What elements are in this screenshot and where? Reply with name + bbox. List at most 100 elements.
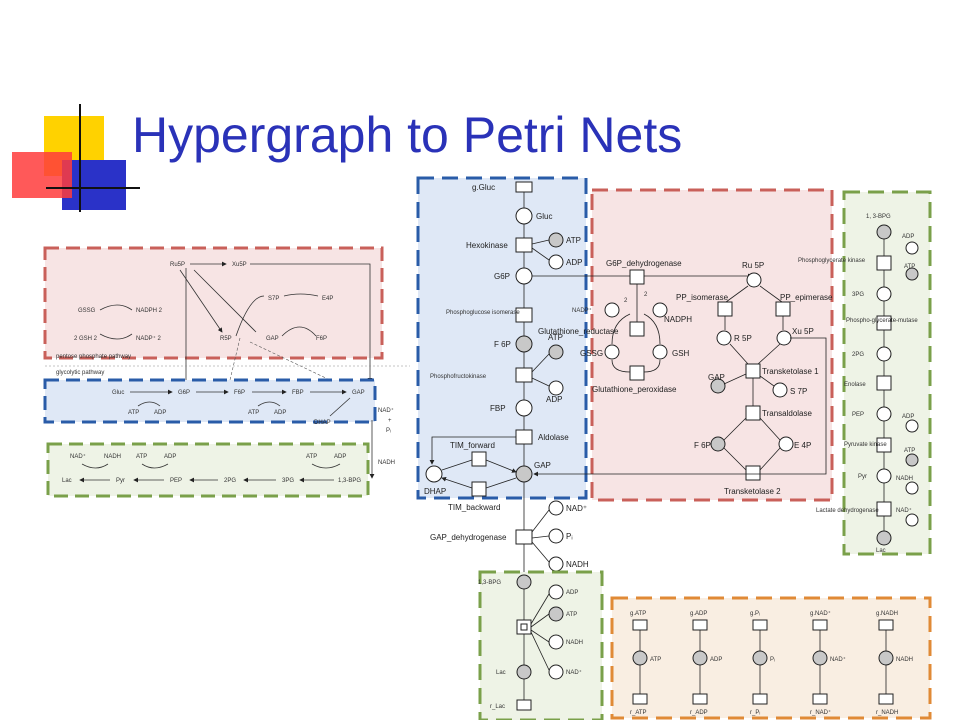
label-enolase: Enolase	[844, 382, 866, 388]
hypergraph-lower-glycolysis-box: NAD⁺ NADH ATP ADP Lac Pyr PEP 2PG 3PG 1,…	[46, 442, 370, 498]
label-r-lac: Lac	[876, 548, 886, 554]
petri-lower-glycolysis-box: 1, 3-BPG ADP Phosphoglycerate kinase ATP…	[798, 190, 932, 556]
label-r5p: R 5P	[734, 334, 752, 343]
transition-g6p-dehydrogenase	[629, 269, 645, 285]
place-b-nad	[548, 664, 564, 680]
transition-pg-mutase	[876, 315, 892, 331]
transition-enolase	[876, 375, 892, 391]
cofactor-remover-label-4: r_NADH	[876, 710, 898, 716]
label-r-adp-2: ADP	[902, 414, 914, 420]
cofactor-generator-label-4: g.NADH	[876, 611, 898, 617]
place-nadp	[604, 302, 620, 318]
label-fbp: FBP	[490, 404, 506, 413]
place-b-lac	[516, 664, 532, 680]
label-g6p: G6P	[494, 272, 510, 281]
place-adp-1	[548, 254, 564, 270]
transition-glutathione-reductase	[629, 321, 645, 337]
transition-g-gluc	[515, 181, 533, 193]
label-r-3pg: 3PG	[852, 292, 864, 298]
place-r-lac	[876, 530, 892, 546]
transition-pyruvate-kinase	[876, 437, 892, 453]
hg-low-adp2: ADP	[334, 454, 346, 460]
cofactor-generator-2	[752, 619, 768, 631]
label-nadp: NADP⁺	[572, 307, 592, 314]
label-r-atp: ATP	[904, 264, 915, 270]
place-atp-2	[548, 344, 564, 360]
label-stoich-2b: 2	[644, 292, 648, 298]
transition-pp-isomerase	[717, 301, 733, 317]
place-dhap	[425, 465, 443, 483]
hypergraph-side-nad: NAD⁺ + Pᵢ NADH	[369, 407, 395, 479]
hg-pentose-caption: pentose phosphate pathway	[56, 354, 131, 360]
label-glutathione-reductase: Glutathione_reductase	[538, 327, 619, 336]
place-r-3pg	[876, 286, 892, 302]
label-pyruvate-kinase: Pyruvate kinase	[844, 442, 887, 448]
cofactor-remover-label-3: r_NAD⁺	[810, 709, 831, 716]
label-tim-forward: TIM_forward	[450, 441, 495, 450]
label-c-nad: NAD⁺	[566, 504, 587, 513]
cofactor-generator-label-2: g.Pᵢ	[750, 611, 760, 617]
label-lactate-dehydrogenase: Lactate dehydrogenase	[816, 508, 879, 514]
cofactor-generator-0	[632, 619, 648, 631]
place-r-2pg	[876, 346, 892, 362]
place-b-adp	[548, 584, 564, 600]
hg-low-lac: Lac	[62, 478, 72, 484]
label-b-nadh: NADH	[566, 640, 583, 646]
hg-node-f6p: F6P	[316, 336, 327, 342]
hg-low-pep: PEP	[170, 478, 182, 484]
hg-low-3pg: 3PG	[282, 478, 294, 484]
hg-up-atp1: ATP	[128, 410, 139, 416]
transition-gap-dehydrogenase	[515, 529, 533, 545]
hg-up-f6p: F6P	[234, 390, 245, 396]
label-gap-dehydrogenase: GAP_dehydrogenase	[430, 533, 507, 542]
label-dhap: DHAP	[424, 487, 446, 496]
label-s7p: S 7P	[790, 387, 807, 396]
place-f6p	[515, 335, 533, 353]
cofactor-place-label-0: ATP	[650, 657, 661, 663]
label-b-atp: ATP	[566, 612, 577, 618]
label-pp-epimerase: PP_epimerase	[780, 293, 833, 302]
label-b-13bpg: 1,3-BPG	[478, 580, 501, 586]
place-c-nadh	[548, 556, 564, 572]
cofactor-place-4	[878, 650, 894, 666]
corner-decoration	[12, 104, 140, 212]
petri-lactate-box: 1,3-BPG ADP ATP NADH Lac NAD⁺ r_Lac	[478, 570, 604, 720]
label-r-atp-2: ATP	[904, 448, 915, 454]
place-r-pyr	[876, 468, 892, 484]
label-stoich-2a: 2	[624, 298, 628, 304]
place-ru5p	[746, 272, 762, 288]
cofactor-remover-label-0: r_ATP	[630, 710, 647, 716]
label-r-pep: PEP	[852, 412, 864, 418]
cofactor-remover-0	[632, 693, 648, 705]
hg-low-2pg: 2PG	[224, 478, 236, 484]
hg-glycolytic-caption: glycolytic pathway	[56, 370, 104, 376]
place-r-adp	[905, 241, 919, 255]
cofactor-place-2	[752, 650, 768, 666]
label-phosphoglucose-isomerase: Phosphoglucose isomerase	[446, 310, 520, 316]
cofactor-generator-label-0: g.ATP	[630, 611, 646, 617]
hg-side-pi: Pᵢ	[386, 428, 391, 434]
label-b-nad: NAD⁺	[566, 669, 582, 676]
place-c-nad	[548, 500, 564, 516]
place-fbp	[515, 399, 533, 417]
label-atp-1: ATP	[566, 236, 581, 245]
cofactor-generator-4	[878, 619, 894, 631]
hg-low-adp: ADP	[164, 454, 176, 460]
label-c-nadh: NADH	[566, 560, 589, 569]
label-g-gluc: g.Gluc	[472, 183, 495, 192]
hg-side-nad: NAD⁺	[378, 407, 394, 414]
label-gluc: Gluc	[536, 212, 552, 221]
hg-up-adp1: ADP	[154, 410, 166, 416]
label-r-adp: ADP	[902, 234, 914, 240]
place-gap-pp	[710, 378, 726, 394]
label-gsh: GSH	[672, 349, 690, 358]
label-pg-mutase: Phospho-glycerate-mutase	[846, 318, 918, 324]
cofactor-place-3	[812, 650, 828, 666]
label-b-lac: Lac	[496, 670, 506, 676]
place-f6p-pp	[710, 436, 726, 452]
label-phosphofructokinase: Phosphofructokinase	[430, 374, 487, 380]
label-transaldolase: Transaldolase	[762, 409, 813, 418]
hg-up-atp2: ATP	[248, 410, 259, 416]
cofactor-remover-label-2: r_Pᵢ	[750, 710, 760, 716]
label-phosphoglycerate-kinase: Phosphoglycerate kinase	[798, 258, 866, 264]
